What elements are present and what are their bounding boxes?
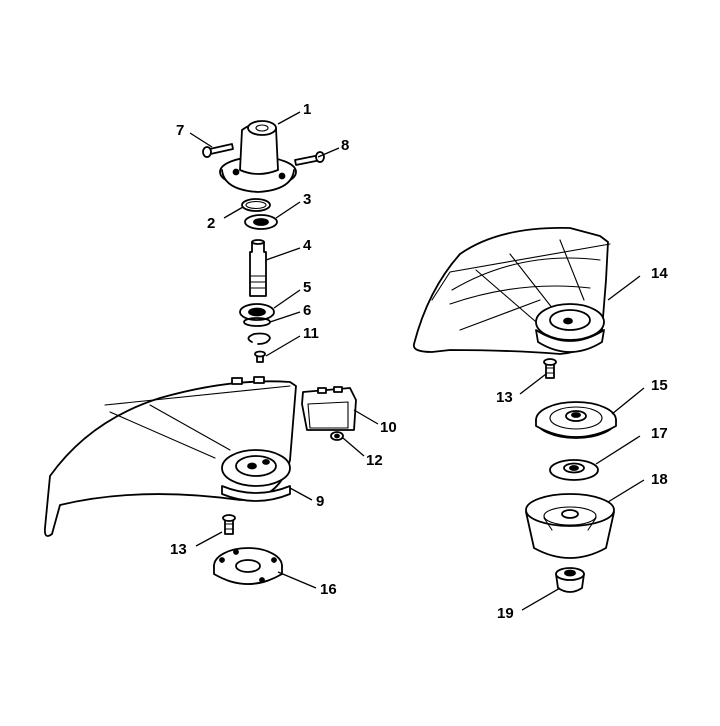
part-7-screw (202, 143, 234, 158)
callout-1: 1 (303, 101, 311, 118)
part-15-thrust-plate (535, 401, 617, 439)
part-11-circlip (247, 332, 271, 345)
leader-lines (189, 111, 645, 611)
callout-14: 14 (651, 265, 668, 282)
part-3-bearing (244, 214, 278, 230)
part-2-ring (241, 198, 271, 212)
callout-4: 4 (303, 237, 312, 254)
callout-12: 12 (366, 452, 383, 469)
part-16-mounting-plate (213, 547, 283, 585)
part-13-screw-right (543, 358, 557, 379)
part-18-cup (525, 493, 615, 559)
callout-13-right: 13 (496, 389, 513, 406)
part-4-shaft (249, 239, 267, 297)
callout-11: 11 (303, 325, 319, 342)
part-14-guard (412, 226, 611, 355)
part-12-nut (330, 431, 344, 441)
callout-6: 6 (303, 302, 311, 319)
part-9-deflector (43, 376, 297, 537)
callout-10: 10 (380, 419, 397, 436)
callout-7: 7 (176, 122, 184, 139)
callout-5: 5 (303, 279, 311, 296)
callout-9: 9 (316, 493, 324, 510)
callout-labels: 1 7 8 2 3 4 5 6 11 10 12 9 13 16 14 13 1… (170, 101, 668, 622)
callout-16: 16 (320, 581, 337, 598)
part-screw-small (254, 350, 266, 363)
callout-15: 15 (651, 377, 668, 394)
callout-18: 18 (651, 471, 668, 488)
part-10-clip (301, 386, 357, 431)
part-1-gear-head (219, 120, 297, 193)
part-8-screw (294, 151, 325, 166)
callout-8: 8 (341, 137, 349, 154)
part-13-screw-left (222, 514, 236, 535)
callout-2: 2 (207, 215, 215, 232)
part-5-bearing (239, 303, 275, 321)
part-17-washer (549, 459, 599, 481)
callout-17: 17 (651, 425, 668, 442)
callout-3: 3 (303, 191, 311, 208)
callout-13-left: 13 (170, 541, 187, 558)
callout-19: 19 (497, 605, 514, 622)
